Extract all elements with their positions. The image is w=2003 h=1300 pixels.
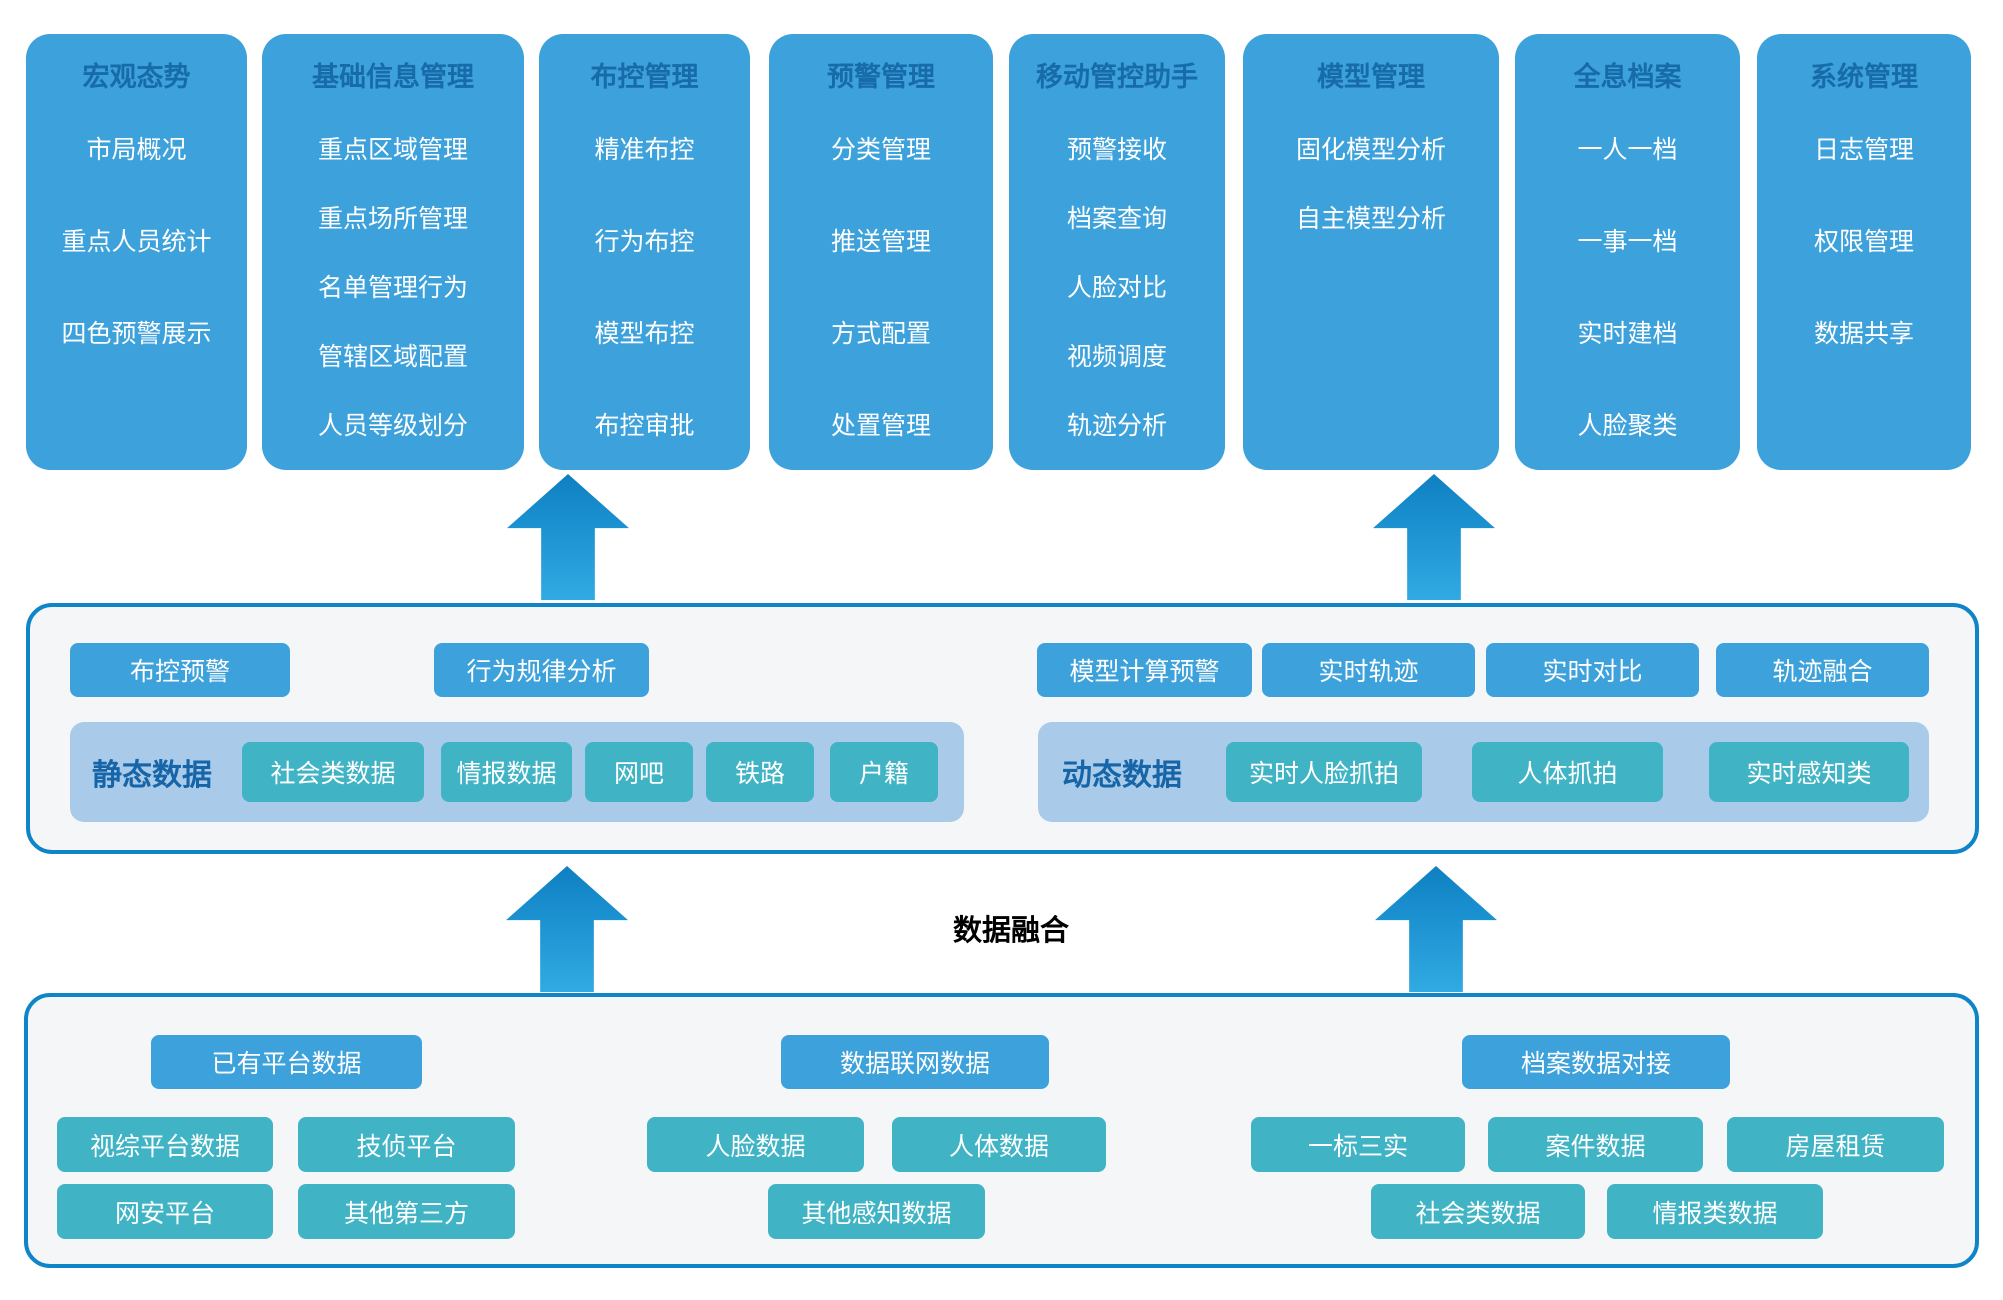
module-item: 档案查询: [1066, 205, 1167, 233]
source-data-chip: 人脸数据: [647, 1117, 864, 1172]
module-title: 全息档案: [1573, 62, 1682, 92]
module-item: 四色预警展示: [61, 320, 212, 348]
module-item: 重点场所管理: [317, 205, 468, 233]
data-chip: 铁路: [706, 742, 814, 802]
module-title: 预警管理: [827, 62, 935, 92]
source-data-chip: 其他第三方: [298, 1184, 515, 1239]
source-data-chip: 网安平台: [57, 1184, 273, 1239]
analysis-button: 实时轨迹: [1262, 643, 1475, 697]
source-group-header: 已有平台数据: [151, 1035, 422, 1089]
up-arrow-icon-2: [1373, 474, 1495, 600]
data-chip: 情报数据: [441, 742, 572, 802]
source-data-chip: 技侦平台: [298, 1117, 515, 1172]
data-chip: 户籍: [830, 742, 938, 802]
module-item: 重点区域管理: [317, 136, 468, 164]
module-item: 市局概况: [86, 136, 187, 164]
data-chip: 网吧: [585, 742, 693, 802]
strip-label: 动态数据: [1062, 759, 1182, 792]
source-data-chip: 人体数据: [892, 1117, 1106, 1172]
up-arrow-icon-4: [1375, 866, 1497, 992]
data-fusion-label: 数据融合: [952, 915, 1069, 947]
module-title: 基础信息管理: [312, 62, 474, 92]
module-card-6: 模型管理固化模型分析自主模型分析: [1243, 34, 1499, 470]
module-item: 权限管理: [1813, 228, 1914, 256]
analysis-button: 布控预警: [70, 643, 290, 697]
module-card-8: 系统管理日志管理权限管理数据共享: [1757, 34, 1971, 470]
analysis-button: 模型计算预警: [1037, 643, 1252, 697]
module-item: 名单管理行为: [317, 274, 468, 302]
module-item: 模型布控: [594, 320, 695, 348]
module-title: 宏观态势: [82, 62, 191, 92]
analysis-button: 轨迹融合: [1716, 643, 1929, 697]
strip-label: 静态数据: [92, 759, 212, 792]
source-data-chip: 其他感知数据: [768, 1184, 985, 1239]
module-item: 管辖区域配置: [317, 343, 468, 371]
module-item: 实时建档: [1577, 320, 1678, 348]
module-title: 移动管控助手: [1036, 62, 1198, 92]
source-data-chip: 视综平台数据: [57, 1117, 273, 1172]
source-data-chip: 案件数据: [1488, 1117, 1703, 1172]
module-item: 推送管理: [830, 228, 931, 256]
module-item: 行为布控: [594, 228, 695, 256]
module-item: 重点人员统计: [61, 228, 212, 256]
module-card-5: 移动管控助手预警接收档案查询人脸对比视频调度轨迹分析: [1009, 34, 1225, 470]
module-item: 预警接收: [1066, 136, 1167, 164]
data-chip: 社会类数据: [242, 742, 424, 802]
data-chip: 实时人脸抓拍: [1226, 742, 1422, 802]
module-title: 系统管理: [1810, 62, 1918, 92]
source-data-chip: 情报类数据: [1607, 1184, 1823, 1239]
module-item: 精准布控: [594, 136, 695, 164]
source-group-header: 数据联网数据: [781, 1035, 1049, 1089]
module-card-1: 宏观态势市局概况重点人员统计四色预警展示: [26, 34, 247, 470]
module-item: 处置管理: [830, 412, 931, 440]
analysis-button: 行为规律分析: [434, 643, 649, 697]
source-data-chip: 房屋租赁: [1727, 1117, 1944, 1172]
module-item: 人员等级划分: [317, 412, 468, 440]
module-item: 数据共享: [1813, 320, 1914, 348]
module-card-3: 布控管理精准布控行为布控模型布控布控审批: [539, 34, 750, 470]
up-arrow-icon-3: [506, 866, 628, 992]
module-item: 固化模型分析: [1295, 136, 1446, 164]
module-item: 布控审批: [594, 412, 695, 440]
source-data-chip: 一标三实: [1251, 1117, 1465, 1172]
module-item: 人脸聚类: [1577, 412, 1678, 440]
module-item: 轨迹分析: [1066, 412, 1167, 440]
data-chip: 实时感知类: [1709, 742, 1909, 802]
module-card-2: 基础信息管理重点区域管理重点场所管理名单管理行为管辖区域配置人员等级划分: [262, 34, 524, 470]
module-item: 自主模型分析: [1295, 205, 1446, 233]
module-item: 一人一档: [1577, 136, 1678, 164]
module-card-7: 全息档案一人一档一事一档实时建档人脸聚类: [1515, 34, 1740, 470]
analysis-button: 实时对比: [1486, 643, 1699, 697]
data-chip: 人体抓拍: [1472, 742, 1663, 802]
module-title: 布控管理: [590, 62, 699, 92]
module-card-4: 预警管理分类管理推送管理方式配置处置管理: [769, 34, 993, 470]
module-item: 视频调度: [1066, 343, 1167, 371]
module-item: 日志管理: [1813, 136, 1914, 164]
source-group-header: 档案数据对接: [1462, 1035, 1730, 1089]
module-item: 人脸对比: [1066, 274, 1167, 302]
module-item: 方式配置: [830, 320, 931, 348]
source-data-chip: 社会类数据: [1371, 1184, 1585, 1239]
module-title: 模型管理: [1317, 62, 1425, 92]
module-item: 分类管理: [830, 136, 931, 164]
up-arrow-icon-1: [507, 474, 629, 600]
module-item: 一事一档: [1577, 228, 1678, 256]
